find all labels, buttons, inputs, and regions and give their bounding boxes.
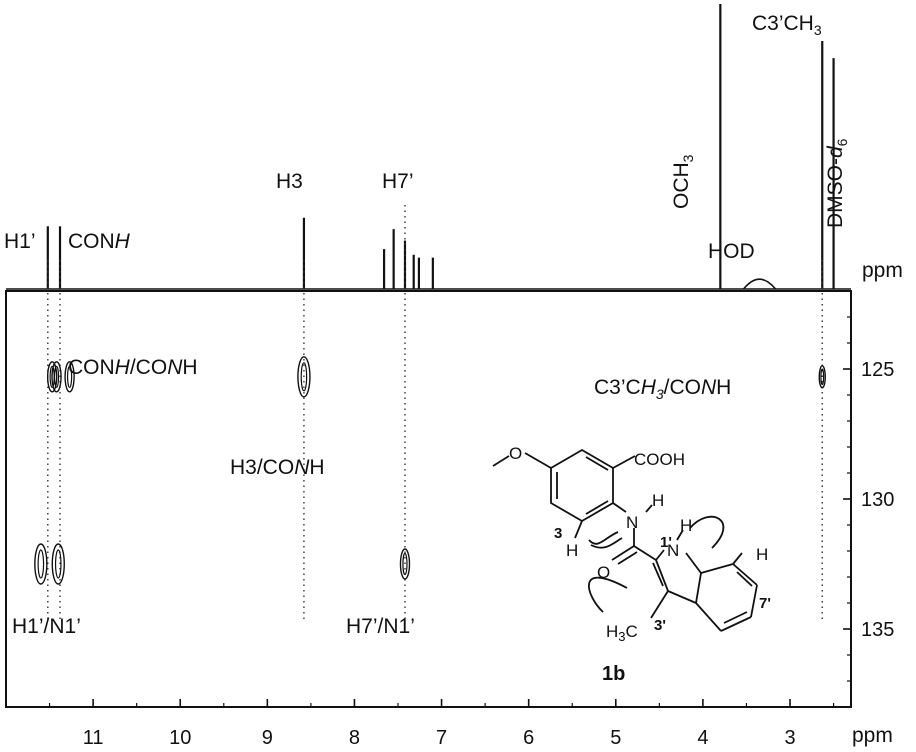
struct-pos3p: 3' [654,617,666,634]
struct-nh-h: H [652,491,664,510]
peak-label-h3: H3 [276,170,303,193]
crosspeak-label-h3-conh: H3/CONH [230,456,325,479]
y-axis: 125 130 135 [843,316,894,682]
peak-label-dmso: DMSO-d6 [824,138,850,228]
top-spectrum [46,4,835,290]
top-axis-label: ppm [862,259,903,282]
benzoic-ring [550,448,614,523]
struct-n: N [626,513,638,532]
peak-label-h1: H1’ [4,230,36,253]
x-axis: 11 10 9 8 7 6 5 4 3 [48,699,835,749]
struct-n1: N [667,541,679,560]
cross-peak-inner-7 [402,552,408,576]
structure-1b [492,448,758,632]
structure-labels: O COOH N H H 3 O N H 1' H 7' H3C 3' 1b [509,444,771,685]
peak-label-och3: OCH3 [670,154,696,209]
x-tick-label-7: 4 [697,727,708,749]
peak-label-hod: HOD [708,240,755,263]
cross-peak-inner-5 [37,549,45,579]
x-tick-label-2: 9 [262,727,273,749]
cross-peak-inner-4 [820,368,825,386]
struct-ring-h: H [566,541,578,560]
crosspeak-label-h7-n1: H7’/N1’ [346,615,415,638]
struct-pos7: 7' [759,595,771,612]
x-tick-label-6: 5 [610,727,621,749]
crosspeak-label-c3ch3-conh: C3’CH3/CONH [594,376,731,402]
peak-label-c3ch3: C3’CH3 [752,12,822,38]
struct-h7: H [756,545,768,564]
dotted-guides [47,205,823,620]
cross-peak-4 [818,365,826,389]
struct-o2: O [597,563,610,582]
crosspeak-label-h1-n1: H1’/N1’ [12,615,81,638]
x-tick-label-1: 10 [169,727,191,749]
cross-peak-0 [46,361,58,393]
crosspeak-label-conh-conh: CONH/CONH [68,356,198,379]
cross-peak-inner-6 [54,549,62,579]
x-tick-label-5: 6 [523,727,534,749]
cross-peaks [34,356,826,585]
cross-peak-5 [34,543,48,585]
cross-peak-6 [51,543,65,585]
cross-peak-2 [64,361,75,393]
x-axis-label: ppm [852,724,893,747]
cross-peak-1 [51,361,62,393]
cross-peak-inner-3 [300,362,308,392]
cross-peak-7 [399,548,411,580]
y-tick-label-2: 135 [861,619,894,641]
spectrum-peak-10 [742,278,777,290]
y-tick-label-1: 130 [861,489,894,511]
struct-n1-h: H [680,516,692,535]
struct-o: O [509,444,522,463]
y-tick-label-0: 125 [861,359,894,381]
x-tick-label-8: 3 [784,727,795,749]
x-tick-label-3: 8 [349,727,360,749]
struct-pos1: 1' [660,534,672,551]
struct-pos3: 3 [554,525,562,542]
cross-peak-inner-2 [66,365,73,388]
struct-cooh: COOH [634,450,685,469]
cross-peak-3 [297,356,311,398]
x-tick-label-0: 11 [83,727,104,749]
x-tick-label-4: 7 [436,727,447,749]
compound-label: 1b [602,663,625,685]
plot-frame [5,290,852,708]
peak-label-conh: CONH [68,230,131,253]
cross-peak-inner-1 [53,365,60,388]
peak-label-h7: H7’ [382,170,414,193]
struct-ch3: H3C [606,622,638,644]
